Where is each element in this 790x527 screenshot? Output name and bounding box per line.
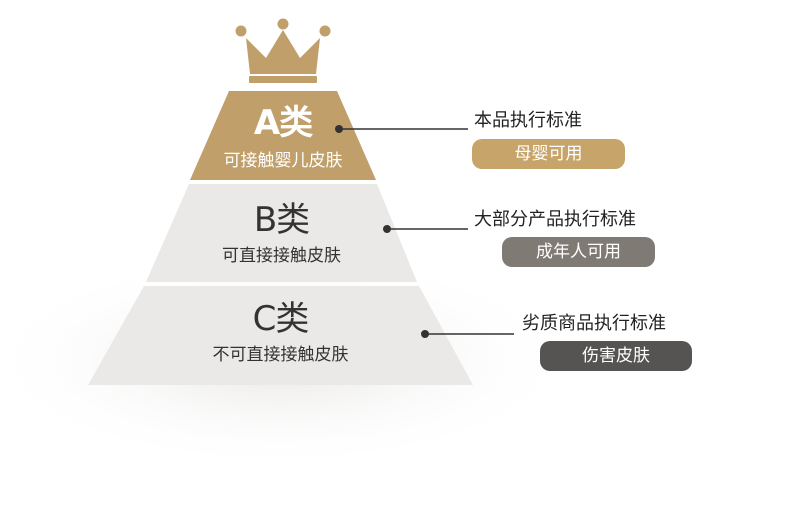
tier-b-usage-badge: 成年人可用 [502, 237, 655, 267]
tier-b-label-group: 大部分产品执行标准 [474, 209, 636, 231]
connector-a [335, 125, 468, 133]
tier-b-shape [146, 184, 417, 282]
tier-a-subtitle: 可接触婴儿皮肤 [223, 151, 343, 171]
tier-a-shape [190, 91, 376, 180]
tier-c-title: C类 [252, 299, 310, 339]
crown-icon [235, 18, 331, 83]
tier-c-subtitle: 不可直接接触皮肤 [212, 345, 349, 365]
tier-c-shape [88, 286, 473, 385]
tier-a-title: A类 [253, 103, 313, 143]
tier-c-usage-badge: 伤害皮肤 [540, 341, 692, 371]
connector-b [383, 225, 468, 233]
tier-a-standard: 本品执行标准 [474, 110, 582, 131]
tier-a-usage-badge: 母婴可用 [472, 139, 625, 169]
tier-b-text: B类 可直接接触皮肤 [146, 201, 417, 267]
tier-b-title: B类 [253, 200, 310, 240]
connector-c [421, 330, 514, 338]
tier-c-label-group: 劣质商品执行标准 [522, 313, 666, 335]
tier-c-standard: 劣质商品执行标准 [522, 313, 666, 334]
tier-a-text: A类 可接触婴儿皮肤 [190, 104, 376, 172]
tier-b-standard: 大部分产品执行标准 [474, 209, 636, 230]
tier-b-subtitle: 可直接接触皮肤 [222, 246, 341, 266]
tier-c-text: C类 不可直接接触皮肤 [88, 300, 473, 366]
tier-a-label-group: 本品执行标准 [474, 110, 582, 132]
